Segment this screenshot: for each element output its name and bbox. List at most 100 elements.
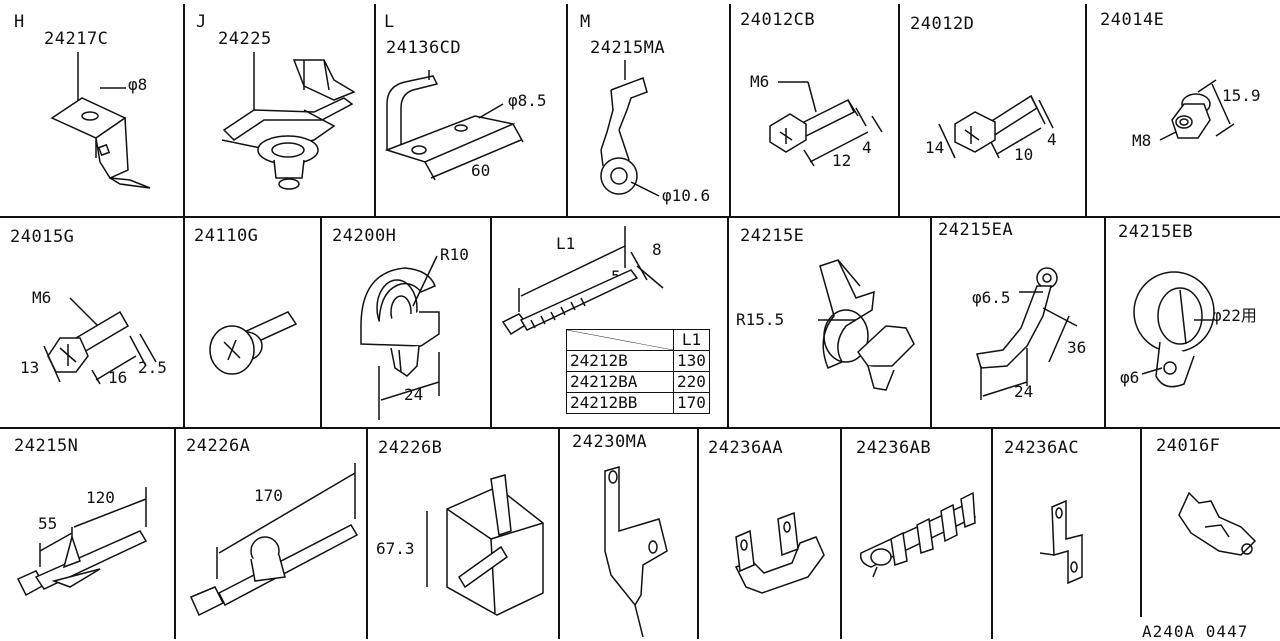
dimension-label: R15.5 (736, 310, 785, 329)
dimension-label: 12 (832, 151, 852, 170)
clip-drawing (1141, 427, 1280, 639)
bolt-drawing (899, 0, 1086, 212)
dimension-label: 4 (862, 138, 872, 157)
col-divider (1085, 4, 1087, 216)
col-divider (697, 427, 699, 639)
dimension-label: φ6 (1120, 368, 1140, 387)
part-number: 24012CB (740, 10, 816, 30)
table-cell-part: 24212BB (566, 392, 674, 414)
bracket-drawing (559, 427, 698, 639)
part-number: 24217C (44, 29, 109, 49)
row-divider-2 (0, 427, 1280, 429)
col-divider (1104, 216, 1106, 427)
dimension-label: M6 (750, 72, 770, 91)
col-divider (374, 4, 376, 216)
col-divider (727, 216, 729, 427)
part-number: 24012D (910, 14, 975, 34)
part-number: 24215EA (938, 220, 1014, 240)
part-number: 24230MA (572, 432, 648, 452)
dimension-label: 60 (471, 161, 491, 180)
col-divider (558, 427, 560, 639)
bracket-drawing (375, 0, 567, 212)
col-divider (991, 427, 993, 639)
cable-tie-drawing (175, 427, 367, 639)
dimension-label: φ10.6 (662, 186, 711, 205)
part-number: 24015G (10, 227, 75, 247)
dimension-label: 13 (20, 358, 40, 377)
dimension-label: L1 (556, 234, 576, 253)
terminal-drawing (698, 427, 841, 639)
table-corner-cell (566, 329, 674, 351)
col-divider (183, 4, 185, 216)
bracket-drawing (992, 427, 1141, 639)
table-header-row: L1 (566, 329, 710, 351)
part-number: 24014E (1100, 10, 1165, 30)
dimension-label: M6 (32, 288, 52, 307)
dimension-label: 14 (925, 138, 945, 157)
col-divider (1140, 427, 1142, 617)
section-letter: M (580, 12, 591, 32)
col-divider (174, 427, 176, 639)
part-number: 24226B (378, 438, 443, 458)
table-header-cell: L1 (673, 329, 710, 351)
col-divider (898, 4, 900, 216)
col-divider (930, 216, 932, 427)
drawing-code: A240A 0447 (1142, 622, 1249, 641)
dimension-label: φ8 (128, 75, 148, 94)
table-row: 24212BA 220 (566, 371, 710, 393)
bracket-drawing (931, 216, 1105, 427)
stud-drawing (184, 216, 321, 427)
dimension-label: 36 (1067, 338, 1087, 357)
part-number: 24215N (14, 436, 79, 456)
terminal-drawing (841, 427, 992, 639)
table-cell-l1: 130 (673, 350, 710, 372)
cable-tie-drawing (0, 427, 174, 639)
dimension-label: φ8.5 (508, 91, 547, 110)
table-cell-part: 24212B (566, 350, 674, 372)
part-number: 24225 (218, 29, 272, 49)
part-number: 24200H (332, 226, 397, 246)
part-number: 24215E (740, 226, 805, 246)
dimension-label: 24 (1014, 382, 1034, 401)
dimension-label: φ22用 (1212, 306, 1257, 325)
clip-drawing (184, 0, 375, 212)
part-number: 24236AB (856, 438, 932, 458)
dimension-label: 55 (38, 514, 58, 533)
part-number: 24110G (194, 226, 259, 246)
col-divider (490, 216, 492, 427)
part-number: 24215MA (590, 38, 666, 58)
dimension-label: 4 (1047, 130, 1057, 149)
part-number: 24215EB (1118, 222, 1194, 242)
col-divider (729, 4, 731, 216)
row-divider-1 (0, 216, 1280, 218)
clamp-drawing (1104, 216, 1280, 427)
part-number: 24136CD (386, 38, 462, 58)
table-row: 24212BB 170 (566, 392, 710, 414)
col-divider (183, 216, 185, 427)
part-number: 24236AA (708, 438, 784, 458)
bracket-drawing (367, 427, 559, 639)
dimension-label: 24 (404, 385, 424, 404)
dimension-label: 8 (652, 240, 662, 259)
part-number: 24236AC (1004, 438, 1080, 458)
table-row: 24212B 130 (566, 350, 710, 372)
dimension-label: 67.3 (376, 539, 415, 558)
col-divider (566, 4, 568, 216)
dimension-label: 10 (1014, 145, 1034, 164)
spec-table: L1 24212B 130 24212BA 220 24212BB 170 (566, 329, 710, 414)
dimension-label: M8 (1132, 131, 1152, 150)
part-number: 24226A (186, 436, 251, 456)
section-letter: H (14, 12, 25, 32)
dimension-label: 170 (254, 486, 283, 505)
clamp-drawing (728, 216, 931, 427)
col-divider (840, 427, 842, 639)
dimension-label: 16 (108, 368, 128, 387)
col-divider (366, 427, 368, 639)
section-letter: J (196, 12, 207, 32)
dimension-label: R10 (440, 245, 469, 264)
part-number: 24016F (1156, 436, 1221, 456)
cable-tie-drawing (491, 216, 728, 427)
dimension-label: 120 (86, 488, 115, 507)
bolt-drawing (0, 216, 183, 427)
table-cell-l1: 170 (673, 392, 710, 414)
